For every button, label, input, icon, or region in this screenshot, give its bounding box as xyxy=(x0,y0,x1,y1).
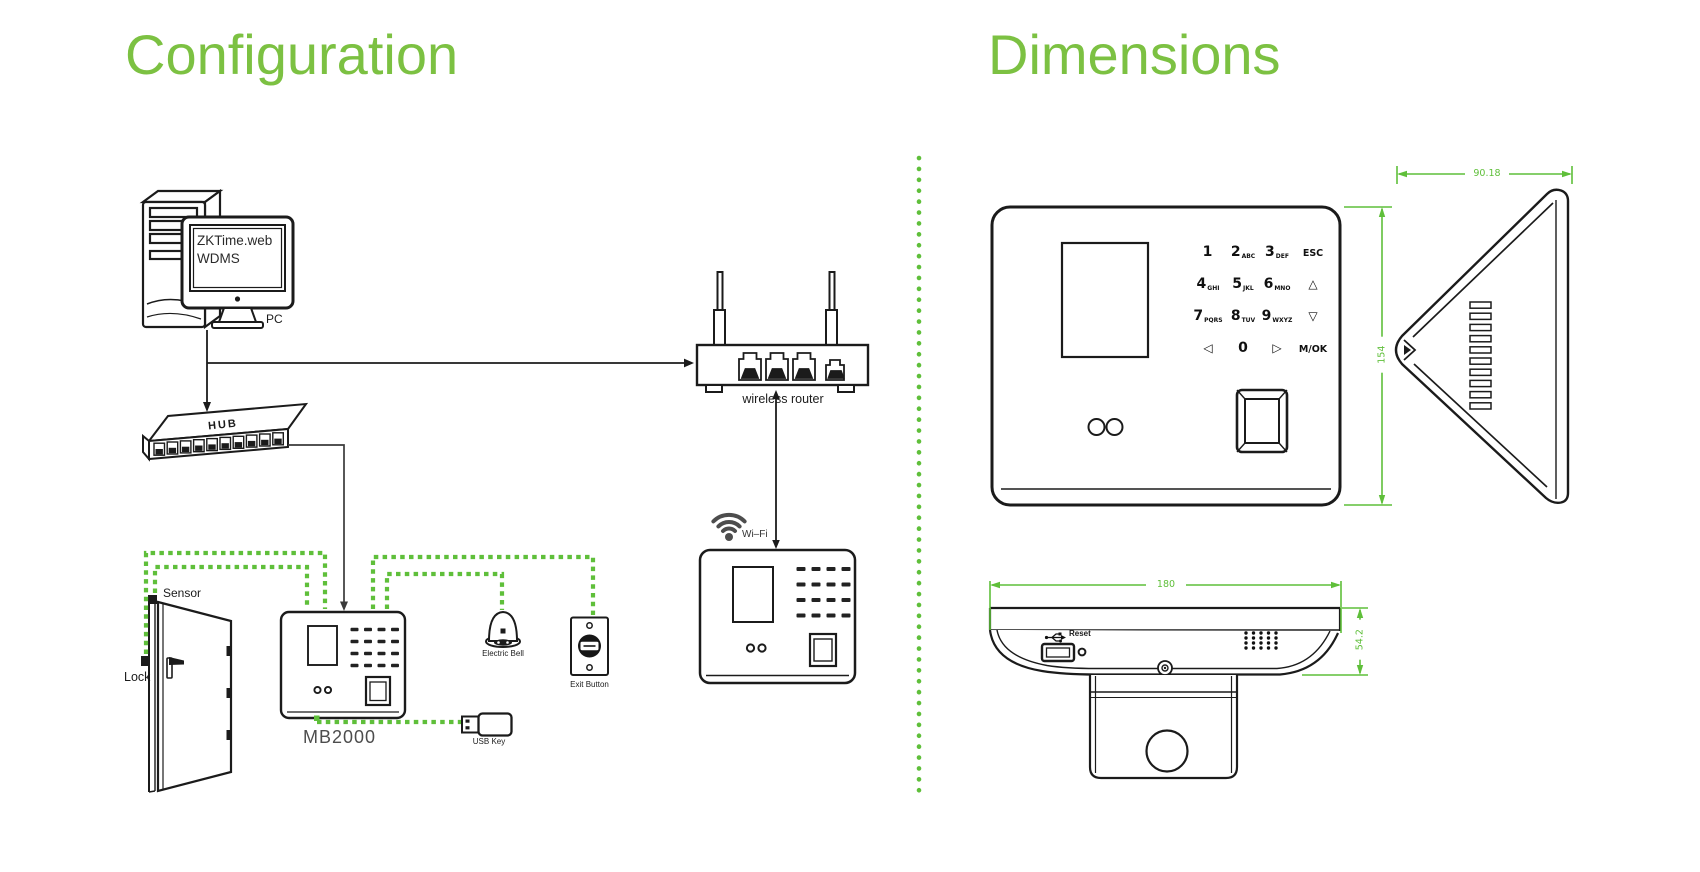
pc-screen-line2: WDMS xyxy=(197,251,240,267)
configuration-title: Configuration xyxy=(125,23,459,86)
screw-hole xyxy=(1157,660,1173,676)
dimensions-title: Dimensions xyxy=(988,23,1281,86)
wiring-dashed-green xyxy=(143,550,596,725)
usb-icon xyxy=(1044,632,1066,643)
hub-drawing xyxy=(142,402,309,462)
exit-button-icon xyxy=(570,616,609,676)
key-5: 5JKL xyxy=(1232,276,1254,292)
key-esc: ESC xyxy=(1302,248,1324,259)
electric-bell-label: Electric Bell xyxy=(482,649,524,658)
mb2000-terminal-drawing xyxy=(279,610,407,720)
sensor-label: Sensor xyxy=(163,586,202,600)
key-7: 7PQRS xyxy=(1193,308,1223,324)
exit-button-label: Exit Button xyxy=(570,680,609,689)
key-6: 6MNO xyxy=(1263,276,1291,292)
usb-key-label: USB Key xyxy=(472,737,506,746)
dim-side-depth: 90.18 xyxy=(1465,168,1509,180)
electric-bell-icon xyxy=(485,610,521,648)
pc-monitor-drawing xyxy=(180,215,295,329)
pc-screen-text: ZKTime.web WDMS xyxy=(197,232,285,268)
key-down-icon: ▽ xyxy=(1308,309,1318,323)
lock-label: Lock xyxy=(124,670,151,684)
wifi-terminal-drawing xyxy=(698,548,857,685)
dim-bottom-width: 180 xyxy=(1146,579,1186,591)
speaker-grille xyxy=(1244,631,1278,650)
connection-lines xyxy=(203,330,780,611)
door-lock-icon xyxy=(141,656,150,666)
key-8: 8TUV xyxy=(1230,308,1256,324)
door-sensor-icon xyxy=(148,595,157,604)
key-up-icon: △ xyxy=(1308,277,1318,291)
wifi-label: Wi–Fi xyxy=(742,529,768,540)
bottom-view-drawing xyxy=(988,606,1342,780)
front-view-drawing xyxy=(990,205,1342,507)
key-right-icon: ▷ xyxy=(1272,341,1282,355)
router-drawing xyxy=(695,271,870,393)
wifi-icon xyxy=(711,512,747,541)
usb-key-icon xyxy=(461,712,513,737)
dim-bottom-depth: 54.2 xyxy=(1354,619,1366,660)
key-4: 4GHI xyxy=(1196,276,1220,292)
key-9: 9WXYZ xyxy=(1261,308,1293,324)
reset-label: Reset xyxy=(1069,629,1091,638)
key-2: 2ABC xyxy=(1230,244,1256,260)
pc-screen-line1: ZKTime.web xyxy=(197,233,273,248)
key-1: 1 xyxy=(1202,244,1213,260)
router-label: wireless router xyxy=(742,392,824,406)
pc-label: PC xyxy=(266,312,283,326)
side-view-drawing xyxy=(1394,188,1570,504)
key-left-icon: ◁ xyxy=(1203,341,1213,355)
dim-front-height: 154 xyxy=(1376,336,1388,373)
key-3: 3DEF xyxy=(1265,244,1289,260)
door-drawing xyxy=(141,595,233,793)
mount-bracket xyxy=(1088,675,1239,780)
key-0: 0 xyxy=(1238,340,1248,356)
reset-hole xyxy=(1077,647,1087,657)
key-mok: M/OK xyxy=(1298,344,1328,355)
mb2000-label: MB2000 xyxy=(303,727,377,747)
